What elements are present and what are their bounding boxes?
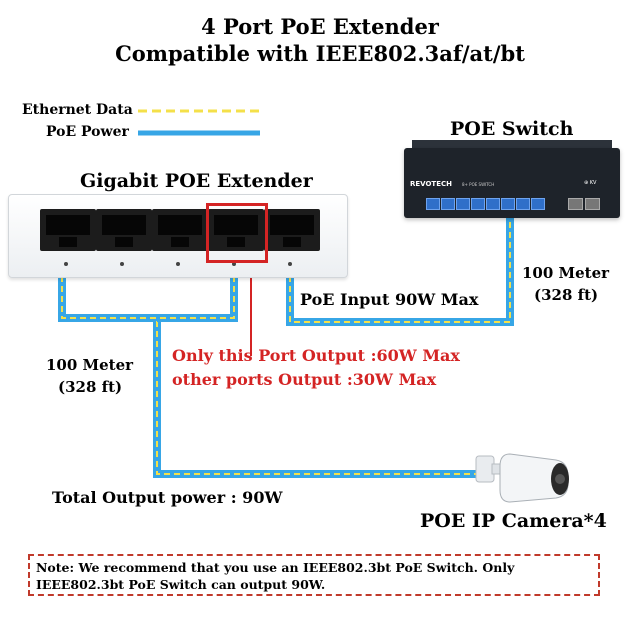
camera-label: POE IP Camera*4 <box>420 510 607 532</box>
switch-brand: REVOTECH <box>410 180 452 188</box>
switch-poe-port <box>471 198 485 210</box>
poe-input-label: PoE Input 90W Max <box>300 290 478 309</box>
right-distance-label: 100 Meter <box>522 264 609 282</box>
switch-mark: ⊕ KV <box>584 180 596 186</box>
left-distance-label: 100 Meter <box>46 356 133 374</box>
port-led <box>176 262 180 266</box>
extender-port-1 <box>40 209 96 251</box>
switch-poe-port <box>441 198 455 210</box>
extender-port-2 <box>96 209 152 251</box>
port-note-primary: Only this Port Output :60W Max <box>172 346 460 365</box>
port-led <box>120 262 124 266</box>
extender-port-3 <box>152 209 208 251</box>
port-led <box>288 262 292 266</box>
switch-poe-port <box>501 198 515 210</box>
port-note-secondary: other ports Output :30W Max <box>172 370 436 389</box>
ip-camera-icon <box>470 440 574 512</box>
port-led <box>64 262 68 266</box>
left-distance-ft: (328 ft) <box>58 378 122 396</box>
switch-poe-port <box>426 198 440 210</box>
total-output-label: Total Output power : 90W <box>52 488 282 507</box>
right-distance-ft: (328 ft) <box>534 286 598 304</box>
switch-uplink-port <box>568 198 583 210</box>
switch-uplink-port <box>585 198 600 210</box>
recommendation-note: Note: We recommend that you use an IEEE8… <box>28 554 600 596</box>
extender-port-5 <box>264 209 320 251</box>
switch-brand-sub: 8+ POE SWITCH <box>462 182 494 187</box>
switch-poe-port <box>531 198 545 210</box>
switch-poe-port <box>516 198 530 210</box>
switch-poe-port <box>486 198 500 210</box>
highlighted-port-box <box>206 203 268 263</box>
switch-label: POE Switch <box>450 118 573 140</box>
switch-poe-port <box>456 198 470 210</box>
